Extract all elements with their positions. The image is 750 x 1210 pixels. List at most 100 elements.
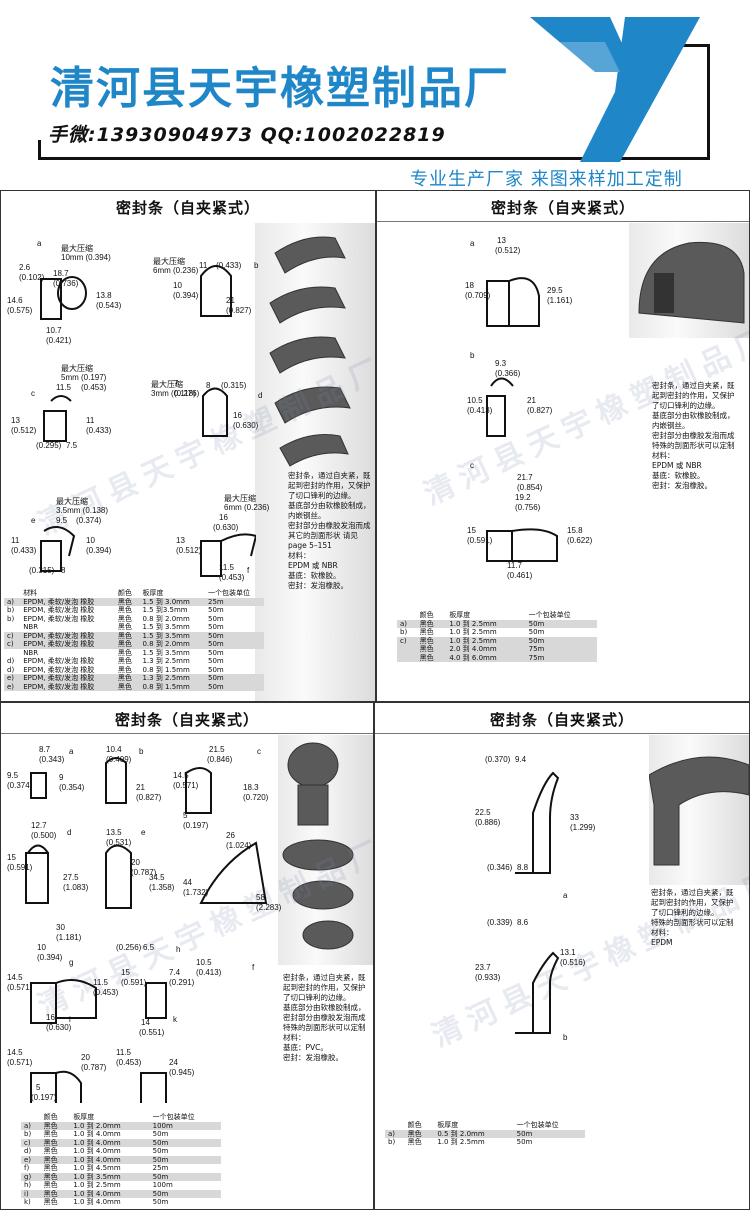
product-photo — [629, 223, 749, 338]
dim-label: 30 — [56, 923, 65, 932]
dim-label: 13 — [11, 416, 20, 425]
dim-label: 10 — [173, 281, 182, 290]
dim-label: (0.827) — [226, 306, 252, 315]
dim-label: 6mm (0.236) — [153, 266, 199, 275]
dim-label: 11.5 — [93, 978, 108, 987]
dim-label: 6mm (0.236) — [224, 503, 270, 512]
dim-label: (0.343) — [39, 755, 65, 764]
dim-label: (0.591) — [467, 536, 493, 545]
dim-label: (0.256) — [116, 943, 142, 952]
dim-label: (0.291) — [169, 978, 195, 987]
seal-strip-photo — [649, 756, 749, 866]
catalog-panel-3: 密封条（自夹紧式） 清河县天宇橡塑制品厂 a b c d e f g h i k… — [0, 702, 374, 1210]
dim-label: 10 — [37, 943, 46, 952]
dim-label: 26 — [226, 831, 235, 840]
product-description: 密封条，通过自夹紧，既起到密封的作用，又保护了切口锋利的边缘。基底部分由软橡胶制… — [283, 973, 366, 1062]
dim-label: (0.945) — [169, 1068, 195, 1077]
profile-label: f — [252, 963, 255, 972]
dim-label: 最大压缩 — [151, 380, 183, 389]
dim-label: 3mm (0.118) — [151, 389, 196, 398]
dim-label: (0.551) — [139, 1028, 165, 1037]
profile-label: a — [37, 239, 42, 248]
panel-title: 密封条（自夹紧式） — [489, 711, 634, 729]
dim-label: 13.8 — [96, 291, 112, 300]
seal-strip-photo — [638, 241, 745, 324]
dim-label: (0.394) — [173, 291, 199, 300]
dim-label: (1.024) — [226, 841, 252, 850]
profile-label: b — [254, 261, 259, 270]
profile-label: b — [139, 747, 144, 756]
dim-label: 19.2 — [515, 493, 531, 502]
dim-label: 22.5 — [475, 808, 491, 817]
dim-label: (0.276) — [174, 389, 200, 398]
dim-label: 20 — [131, 858, 140, 867]
dim-label: 13 — [497, 236, 506, 245]
dim-label: 58 — [256, 893, 265, 902]
frame-line — [707, 44, 710, 160]
dim-label: 13.1 — [560, 948, 576, 957]
dim-label: 21 — [527, 396, 536, 405]
dim-label: (0.543) — [96, 301, 122, 310]
dim-label: 9.5 — [56, 516, 68, 525]
dim-label: 21 — [136, 783, 145, 792]
profile-drawings — [515, 771, 560, 1034]
dim-label: 11 — [86, 416, 95, 425]
dim-label: (0.102) — [19, 273, 45, 282]
dim-label: 2.6 — [19, 263, 31, 272]
dim-label: 8.6 — [517, 918, 529, 927]
dim-label: (1.161) — [547, 296, 573, 305]
profile-label: k — [173, 1015, 177, 1024]
dim-label: 6.5 — [143, 943, 155, 952]
dim-label: (0.197) — [183, 821, 209, 830]
dim-label: (1.181) — [56, 933, 82, 942]
dim-label: 15 — [467, 526, 476, 535]
dim-label: (0.787) — [131, 868, 157, 877]
dim-label: (0.354) — [59, 783, 85, 792]
profile-label: b — [470, 351, 475, 360]
dim-label: 16 — [233, 411, 242, 420]
dim-label: 最大压缩 — [153, 257, 185, 266]
dim-label: (0.453) — [93, 988, 119, 997]
profile-label: g — [69, 958, 74, 967]
dim-label: (0.516) — [560, 958, 586, 967]
dim-label: (0.197) — [31, 1093, 57, 1102]
profile-label: e — [31, 516, 36, 525]
dim-label: (0.736) — [53, 279, 79, 288]
dim-label: (0.339) — [487, 918, 513, 927]
dim-label: (0.315) — [221, 381, 247, 390]
dim-label: (0.413) — [196, 968, 222, 977]
dim-label: (0.315) — [29, 566, 55, 575]
dim-label: (0.295) — [36, 441, 62, 450]
profile-label: a — [470, 239, 475, 248]
dim-label: (1.083) — [63, 883, 89, 892]
catalog-panel-4: 密封条（自夹紧式） 清河县天宇橡塑制品厂 a b (0.370) 9.4 22.… — [374, 702, 750, 1210]
dim-label: 14.5 — [7, 973, 23, 982]
dim-label: (1.732) — [183, 888, 209, 897]
dim-label: (0.630) — [46, 1023, 72, 1032]
profile-drawings — [40, 265, 256, 577]
product-photo — [649, 735, 749, 885]
profile-label: d — [67, 828, 72, 837]
panel-title: 密封条（自夹紧式） — [490, 199, 635, 217]
dim-label: (0.433) — [86, 426, 112, 435]
dim-label: 21 — [226, 296, 235, 305]
dim-label: 10mm (0.394) — [61, 253, 111, 262]
dim-label: 27.5 — [63, 873, 79, 882]
catalog-panel-2: 密封条（自夹紧式） 清河县天宇橡塑制品厂 a b c 13 (0.512) 18… — [376, 190, 750, 702]
dim-label: (0.394) — [37, 953, 63, 962]
profile-label: f — [247, 566, 250, 575]
